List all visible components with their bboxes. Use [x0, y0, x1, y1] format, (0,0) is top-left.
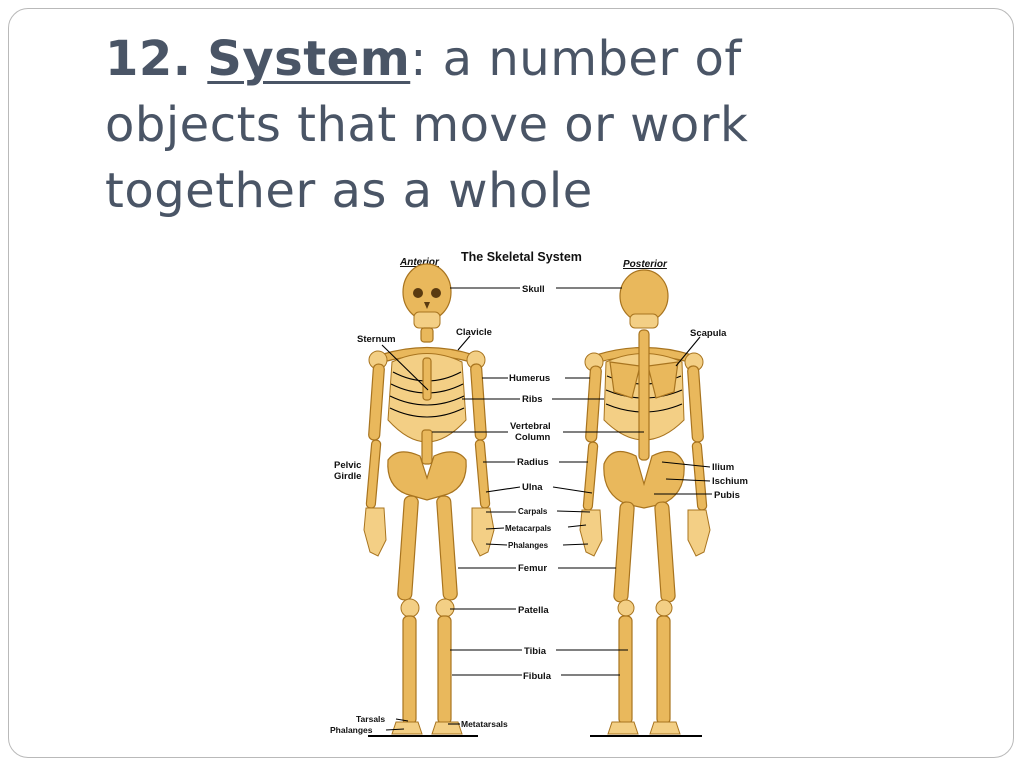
slide-term: System	[207, 31, 411, 87]
label-patella: Patella	[518, 605, 549, 616]
bone-labels: Skull Clavicle Sternum Scapula Humerus R…	[330, 284, 748, 735]
label-tibia: Tibia	[524, 646, 547, 657]
slide-number: 12.	[105, 31, 192, 87]
label-clavicle: Clavicle	[456, 327, 492, 338]
label-vertebral: Vertebral	[510, 421, 551, 432]
label-pelvic: Pelvic	[334, 460, 361, 471]
label-column: Column	[515, 432, 551, 443]
label-ribs: Ribs	[522, 394, 543, 405]
label-tarsals: Tarsals	[356, 714, 385, 724]
view-posterior: Posterior	[623, 259, 668, 270]
label-metacarpals: Metacarpals	[505, 524, 552, 533]
label-radius: Radius	[517, 457, 549, 468]
label-ilium: Ilium	[712, 462, 734, 473]
label-fibula: Fibula	[523, 671, 552, 682]
diagram-title: The Skeletal System	[461, 250, 582, 264]
posterior-skeleton	[579, 269, 711, 735]
view-anterior: Anterior	[399, 257, 440, 268]
slide-frame	[8, 8, 1014, 758]
label-phalanges-hand: Phalanges	[508, 541, 549, 550]
label-ulna: Ulna	[522, 482, 543, 493]
label-metatarsals: Metatarsals	[461, 719, 508, 729]
leader-lines	[381, 287, 712, 731]
label-skull: Skull	[522, 284, 545, 295]
slide-title: 12. System: a number of objects that mov…	[105, 26, 905, 224]
label-humerus: Humerus	[509, 373, 550, 384]
slide-definition: : a number of objects that move or work …	[105, 31, 749, 219]
label-scapula: Scapula	[690, 328, 727, 339]
label-phalanges-foot: Phalanges	[330, 725, 373, 735]
label-pubis: Pubis	[714, 490, 740, 501]
label-ischium: Ischium	[712, 476, 748, 487]
anterior-skeleton	[363, 263, 495, 735]
label-sternum: Sternum	[357, 334, 396, 345]
label-carpals: Carpals	[518, 507, 548, 516]
label-girdle: Girdle	[334, 471, 361, 482]
label-femur: Femur	[518, 563, 547, 574]
